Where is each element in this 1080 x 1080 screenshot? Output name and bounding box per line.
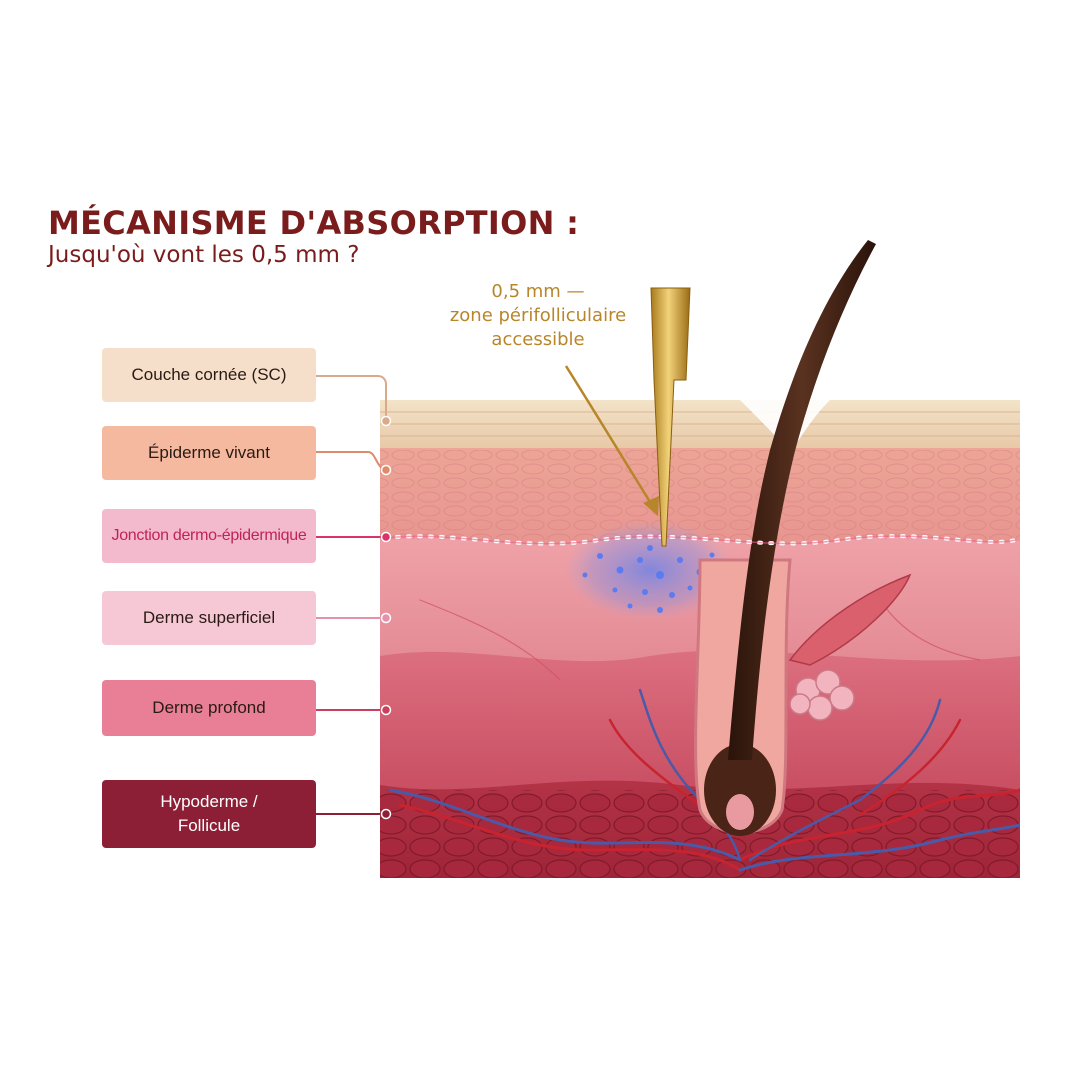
dermal-papilla	[726, 794, 754, 830]
needle-annotation: 0,5 mm — zone périfolliculaire accessibl…	[418, 280, 658, 352]
junction-line	[385, 535, 1017, 545]
annotation-arrowhead	[643, 496, 659, 516]
epidermis-cells	[380, 450, 1020, 540]
label-hypodermis-line-1: Hypoderme /	[160, 792, 258, 811]
stratum-corneum-lines	[380, 411, 1020, 437]
label-hypodermis-follicle: Hypoderme / Follicule	[102, 780, 316, 848]
annotation-arrow	[564, 365, 657, 511]
label-living-epidermis: Épiderme vivant	[102, 426, 316, 480]
arrector-pili-muscle	[788, 573, 912, 666]
label-deep-dermis-text: Derme profond	[152, 698, 266, 717]
annotation-line-2: zone périfolliculaire	[449, 305, 627, 326]
label-dermo-epidermal-junction-text: Jonction dermo-épidermique	[111, 527, 307, 544]
leader-dots	[380, 415, 392, 820]
label-superficial-dermis: Derme superficiel	[102, 591, 316, 645]
label-stratum-corneum: Couche cornée (SC)	[102, 348, 316, 402]
label-living-epidermis-text: Épiderme vivant	[148, 443, 270, 462]
skin-layers	[380, 400, 1020, 878]
label-superficial-dermis-text: Derme superficiel	[142, 608, 276, 627]
diagram-subtitle: Jusqu'où vont les 0,5 mm ?	[48, 242, 360, 268]
hair-bulb	[704, 744, 776, 836]
label-stratum-corneum-text: Couche cornée (SC)	[131, 365, 287, 384]
diffusion-zone	[565, 520, 735, 620]
annotation-line-3: accessible	[491, 329, 585, 350]
blood-vessels	[388, 599, 1020, 872]
leader-lines	[316, 375, 387, 815]
sebaceous-gland	[789, 669, 855, 721]
annotation-line-1: 0,5 mm —	[491, 281, 585, 302]
microneedle	[650, 287, 691, 547]
hair-shaft	[728, 240, 876, 760]
label-dermo-epidermal-junction: Jonction dermo-épidermique	[102, 509, 316, 563]
diagram-title: MÉCANISME D'ABSORPTION :	[48, 204, 580, 242]
label-deep-dermis: Derme profond	[102, 680, 316, 736]
label-hypodermis-line-2: Follicule	[177, 816, 241, 835]
